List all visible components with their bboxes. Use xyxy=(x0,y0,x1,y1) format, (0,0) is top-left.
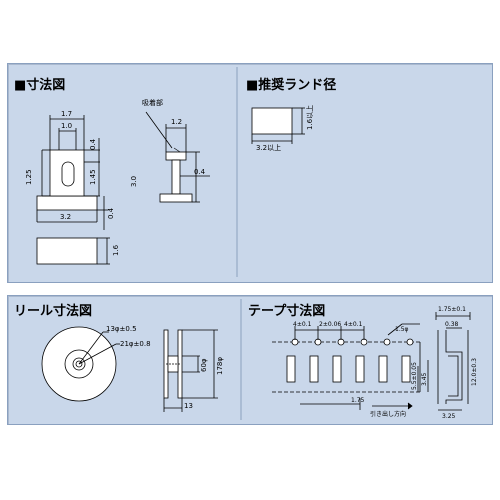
label-tape-p2: 2±0.06 xyxy=(319,321,341,328)
tape-title: テープ寸法図 xyxy=(248,304,326,319)
label-3-2: 3.2 xyxy=(60,213,71,221)
label-1-0: 1.0 xyxy=(61,122,72,130)
label-tape-038: 0.38 xyxy=(445,321,459,328)
label-1-7: 1.7 xyxy=(61,110,72,118)
label-reel-hub: 21φ±0.8 xyxy=(120,340,151,348)
label-0-4b: 0.4 xyxy=(194,168,206,176)
label-tape-direction: 引き出し方向 xyxy=(370,410,406,418)
label-1-6: 1.6 xyxy=(112,244,120,256)
label-3-0: 3.0 xyxy=(130,176,138,187)
label-1-2: 1.2 xyxy=(171,118,182,126)
label-reel-13: 13 xyxy=(184,402,193,410)
label-reel-60: 60φ xyxy=(200,358,208,372)
label-0-4c: 0.4 xyxy=(107,207,115,219)
label-tape-p4a: 4±0.1 xyxy=(293,321,312,328)
label-tape-55: 5.5±0.05 xyxy=(411,362,418,390)
label-land-3-2: 3.2以上 xyxy=(256,143,281,152)
land-title: ■推奨ランド径 xyxy=(246,78,337,93)
dimension-title: ■寸法図 xyxy=(14,78,66,93)
label-0-4a: 0.4 xyxy=(89,138,97,150)
label-reel-hole: 13φ±0.5 xyxy=(106,325,137,333)
label-tape-p4b: 4±0.1 xyxy=(344,321,363,328)
reel-title: リール寸法図 xyxy=(14,304,93,319)
label-reel-178: 178φ xyxy=(216,357,224,375)
label-tape-175: 1.75±0.1 xyxy=(438,306,466,313)
label-tape-12: 12.0±0.3 xyxy=(471,358,478,386)
label-suction: 吸着部 xyxy=(142,98,163,107)
label-1-25: 1.25 xyxy=(25,169,33,185)
label-1-45: 1.45 xyxy=(89,169,97,185)
label-tape-hole: 1.5φ xyxy=(395,326,409,333)
label-tape-345: 3.45 xyxy=(421,372,428,386)
label-tape-325: 3.25 xyxy=(442,413,456,420)
label-tape-175b: 1.75 xyxy=(351,397,365,404)
label-land-1-6: 1.6以上 xyxy=(305,105,314,130)
